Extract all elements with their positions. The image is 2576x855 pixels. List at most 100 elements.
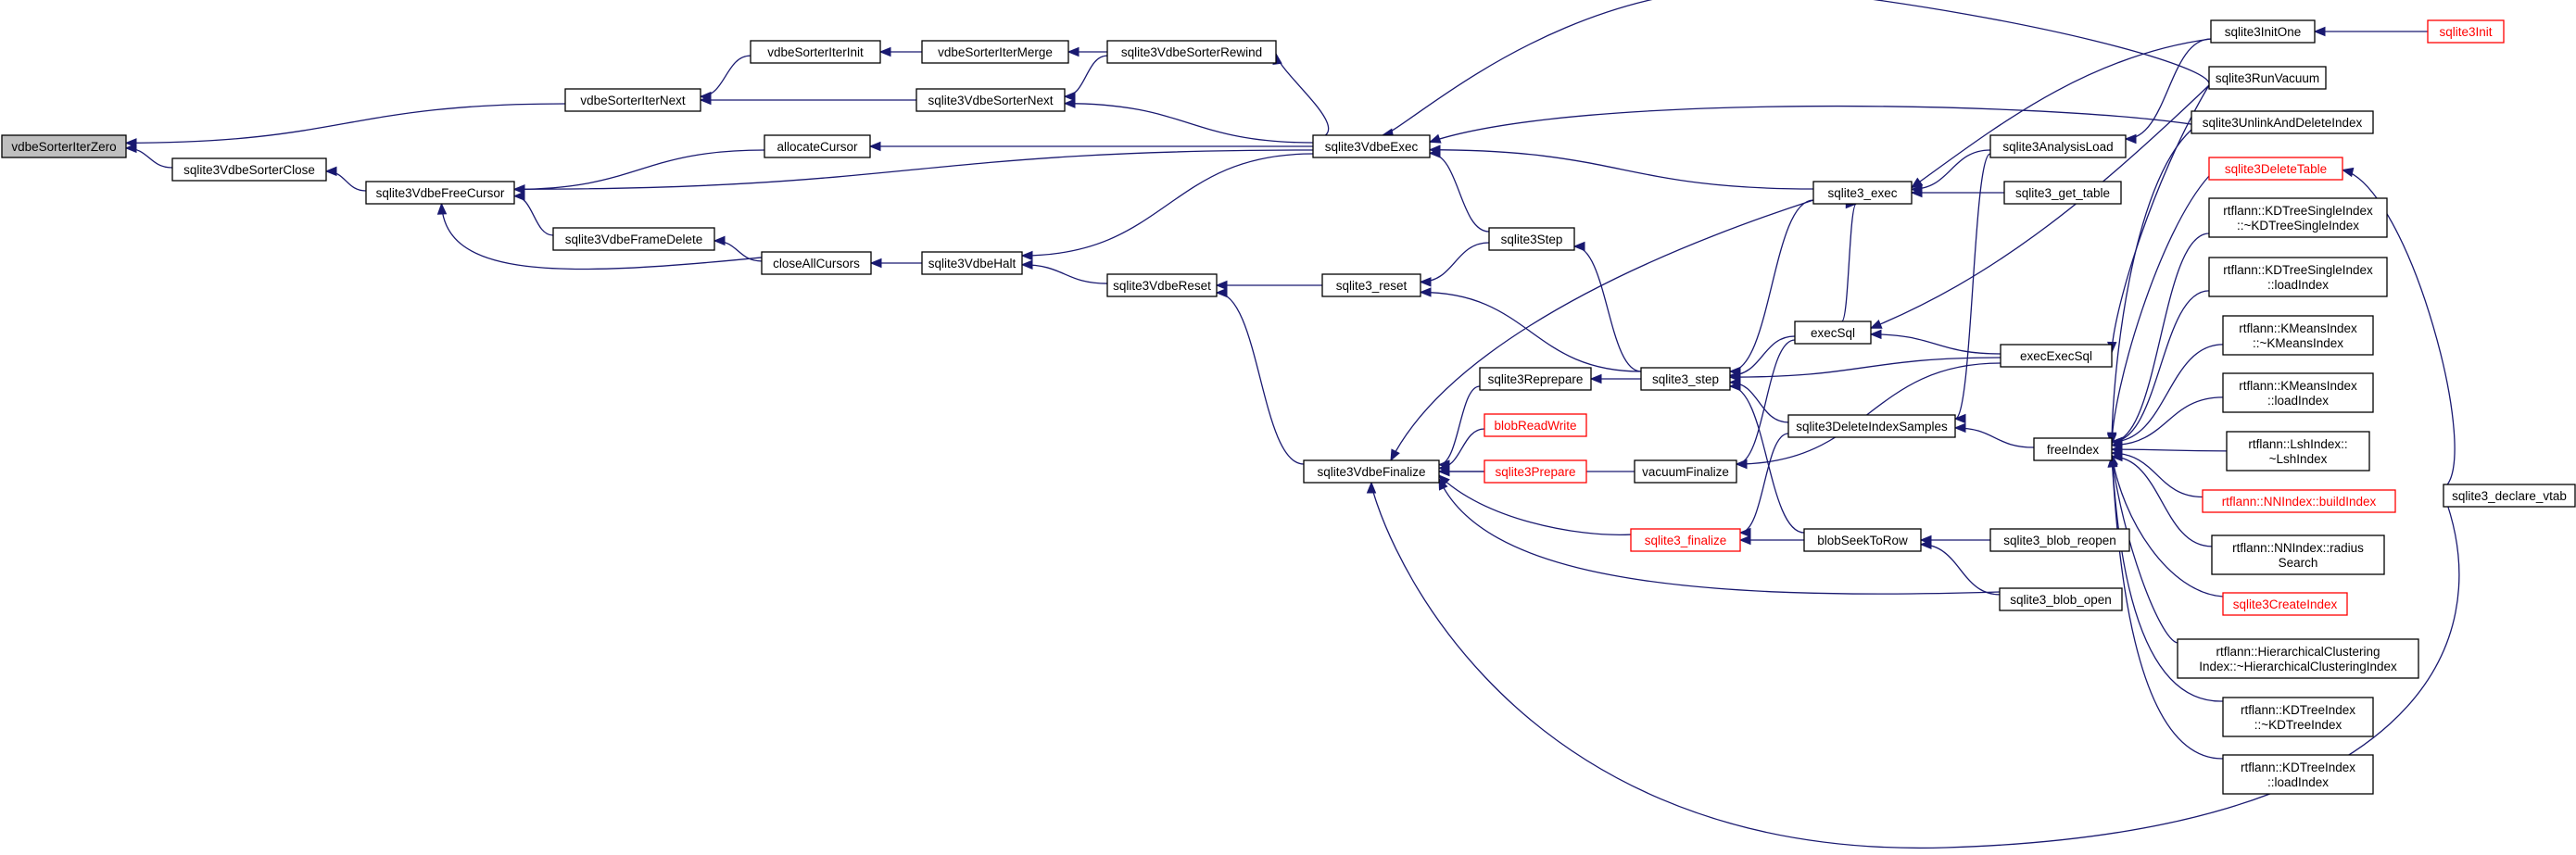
function-node-sqlite3vdbeframedelete[interactable]: sqlite3VdbeFrameDelete [552,227,715,251]
function-node-sqlite3step[interactable]: sqlite3Step [1488,227,1575,251]
function-node-kmeansindex-dtor[interactable]: rtflann::KMeansIndex::~KMeansIndex [2222,315,2374,356]
function-node-sqlite3initone[interactable]: sqlite3InitOne [2210,19,2316,44]
function-node-closeallcursors[interactable]: closeAllCursors [761,251,872,275]
node-label: sqlite3Step [1501,233,1563,246]
function-node-sqlite3-reset[interactable]: sqlite3_reset [1321,273,1421,297]
arrowhead [1063,91,1076,102]
node-label: vacuumFinalize [1642,465,1729,479]
call-edge [1870,333,2001,355]
node-label: rtflann::NNIndex::buildIndex [2222,495,2377,509]
node-label: ::~KDTreeSingleIndex [2237,219,2359,233]
function-node-sqlite3vdbereset[interactable]: sqlite3VdbeReset [1106,273,1218,297]
function-node-kdtreeindex-load[interactable]: rtflann::KDTreeIndex::loadIndex [2222,754,2374,795]
node-box [921,251,1023,275]
function-node-sqlite3prepare[interactable]: sqlite3Prepare [1484,459,1587,484]
node-label: sqlite3VdbeFrameDelete [565,233,703,246]
node-box [2222,372,2374,413]
function-node-blobreadwrite[interactable]: blobReadWrite [1484,413,1587,437]
arrowhead [1215,280,1228,291]
function-node-sqlite3deleteindexsamples[interactable]: sqlite3DeleteIndexSamples [1787,414,1956,438]
function-node-sqlite3-exec[interactable]: sqlite3_exec [1812,181,1913,205]
node-label: ::~KDTreeIndex [2254,718,2342,732]
arrowhead [1919,539,1932,549]
function-node-blobseektorow[interactable]: blobSeekToRow [1803,528,1922,552]
call-edge [2111,233,2210,443]
node-box [2226,431,2370,472]
arrowhead [1419,287,1432,297]
function-node-sqlite3vdbefinalize[interactable]: sqlite3VdbeFinalize [1303,459,1440,484]
arrowhead [1428,145,1441,155]
node-label: sqlite3VdbeExec [1325,140,1419,154]
function-node-sqlite3vdbehalt[interactable]: sqlite3VdbeHalt [921,251,1023,275]
function-node-sqlite3-blob-open[interactable]: sqlite3_blob_open [1999,587,2123,611]
function-node-sqlite3-blob-reopen[interactable]: sqlite3_blob_reopen [1989,528,2130,552]
function-node-vdbesorteritermerge[interactable]: vdbeSorterIterMerge [921,40,1069,64]
node-label: vdbeSorterIterInit [767,45,864,59]
function-node-lshindex-dtor[interactable]: rtflann::LshIndex::~LshIndex [2226,431,2370,472]
function-node-kdtreesingleindex-load[interactable]: rtflann::KDTreeSingleIndex::loadIndex [2208,257,2388,297]
node-label: vdbeSorterIterNext [580,94,686,107]
arrowhead [1428,133,1442,144]
node-box [1484,413,1587,437]
function-node-execexecsql[interactable]: execExecSql [2000,344,2113,368]
node-label: sqlite3DeleteTable [2225,162,2327,176]
function-node-sqlite3-get-table[interactable]: sqlite3_get_table [2003,181,2122,205]
function-node-kdtreeindex-dtor[interactable]: rtflann::KDTreeIndex::~KDTreeIndex [2222,697,2374,737]
function-node-freeindex[interactable]: freeIndex [2033,437,2113,461]
node-box [1488,227,1575,251]
function-node-vdbesorteriterinit[interactable]: vdbeSorterIterInit [750,40,881,64]
arrowhead [699,94,712,106]
function-node-nnindex-build[interactable]: rtflann::NNIndex::buildIndex [2202,489,2396,513]
node-box [1794,321,1872,345]
function-node-sqlite3vdbesorterrewind[interactable]: sqlite3VdbeSorterRewind [1106,40,1277,64]
node-label: execSql [1811,326,1855,340]
function-node-sqlite3vdbesorterclose[interactable]: sqlite3VdbeSorterClose [171,157,327,182]
node-label: ::loadIndex [2267,278,2329,292]
function-node-sqlite3reprepare[interactable]: sqlite3Reprepare [1479,367,1592,391]
call-edges [124,0,2460,849]
function-node-sqlite3vdbefreecursor[interactable]: sqlite3VdbeFreeCursor [365,181,515,205]
function-node-sqlite3runvacuum[interactable]: sqlite3RunVacuum [2208,66,2327,90]
function-node-sqlite3unlinkanddeleteindex[interactable]: sqlite3UnlinkAndDeleteIndex [2191,110,2374,134]
node-label: Search [2279,556,2318,570]
function-node-sqlite3vdbesorternext[interactable]: sqlite3VdbeSorterNext [915,88,1066,112]
function-node-sqlite3createindex[interactable]: sqlite3CreateIndex [2222,592,2348,616]
arrowhead [1953,422,1966,434]
function-node-vacuumfinalize[interactable]: vacuumFinalize [1634,459,1737,484]
node-label: sqlite3CreateIndex [2233,597,2338,611]
function-node-sqlite3-declare-vtab[interactable]: sqlite3_declare_vtab [2443,484,2576,508]
arrowhead [1020,259,1033,270]
function-node-execsql[interactable]: execSql [1794,321,1872,345]
function-node-sqlite3init[interactable]: sqlite3Init [2427,19,2505,44]
node-label: allocateCursor [777,140,858,154]
node-label: rtflann::NNIndex::radius [2232,541,2364,555]
function-node-sqlite3vdbeexec[interactable]: sqlite3VdbeExec [1312,134,1431,158]
arrowhead [2107,455,2117,468]
arrowhead [1437,466,1450,477]
call-edge [1739,433,1789,534]
node-box [1106,40,1277,64]
call-edge [1429,149,1814,190]
function-node-sqlite3-step[interactable]: sqlite3_step [1640,367,1731,391]
node-label: sqlite3VdbeReset [1113,279,1211,293]
function-node-vdbesorteriterzero[interactable]: vdbeSorterIterZero [1,134,127,158]
arrowhead [2124,133,2137,145]
call-edge [513,149,1314,190]
function-node-sqlite3-finalize[interactable]: sqlite3_finalize [1630,528,1741,552]
function-node-kmeansindex-load[interactable]: rtflann::KMeansIndex::loadIndex [2222,372,2374,413]
call-edge [513,195,554,236]
arrowhead [1572,241,1585,252]
function-node-allocatecursor[interactable]: allocateCursor [764,134,871,158]
node-box [1321,273,1421,297]
call-edge [1429,105,2192,143]
call-edge [1275,53,1330,140]
function-node-vdbesorteriternext[interactable]: vdbeSorterIterNext [564,88,701,112]
function-node-kdtreesingleindex-dtor[interactable]: rtflann::KDTreeSingleIndex::~KDTreeSingl… [2208,197,2388,238]
function-node-sqlite3analysisload[interactable]: sqlite3AnalysisLoad [1989,134,2127,158]
function-node-sqlite3deletetable[interactable]: sqlite3DeleteTable [2208,157,2343,181]
function-node-hierclust-dtor[interactable]: rtflann::HierarchicalClusteringIndex::~H… [2177,638,2419,679]
call-edge [2111,175,2210,445]
node-label: blobSeekToRow [1817,534,1908,547]
arrowhead [1419,277,1432,287]
